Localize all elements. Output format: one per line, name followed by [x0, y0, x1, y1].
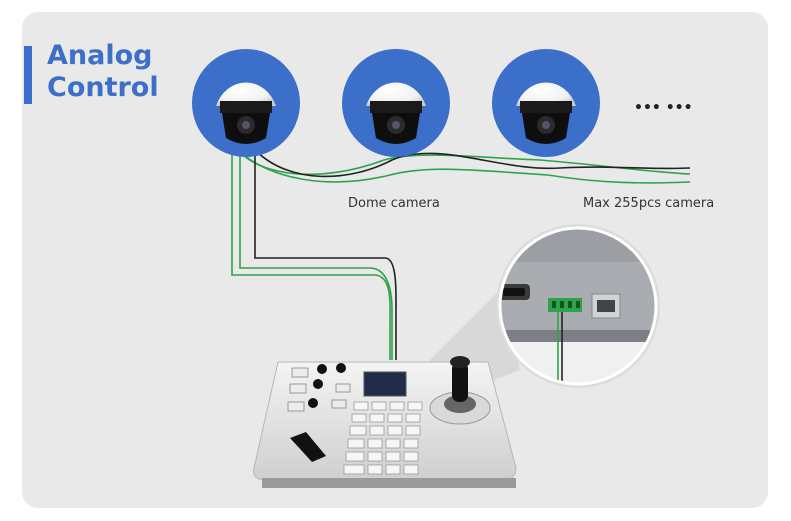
title-accent-bar	[24, 46, 32, 104]
diagram-title: Analog Control	[47, 40, 159, 104]
rear-panel-zoom	[496, 224, 660, 388]
keyboard-cables	[231, 150, 397, 360]
title-line-2: Control	[47, 72, 159, 103]
camera-bus-cables	[237, 149, 691, 184]
dome-camera-1	[192, 49, 300, 157]
max-cameras-label: Max 255pcs camera	[583, 196, 714, 211]
dome-camera-label: Dome camera	[348, 196, 440, 211]
dome-camera-3	[492, 49, 600, 157]
dome-camera-2	[342, 49, 450, 157]
continuation-dots: ••• •••	[634, 100, 693, 116]
ptz-keyboard-controller	[253, 356, 517, 488]
title-line-1: Analog	[47, 40, 153, 71]
